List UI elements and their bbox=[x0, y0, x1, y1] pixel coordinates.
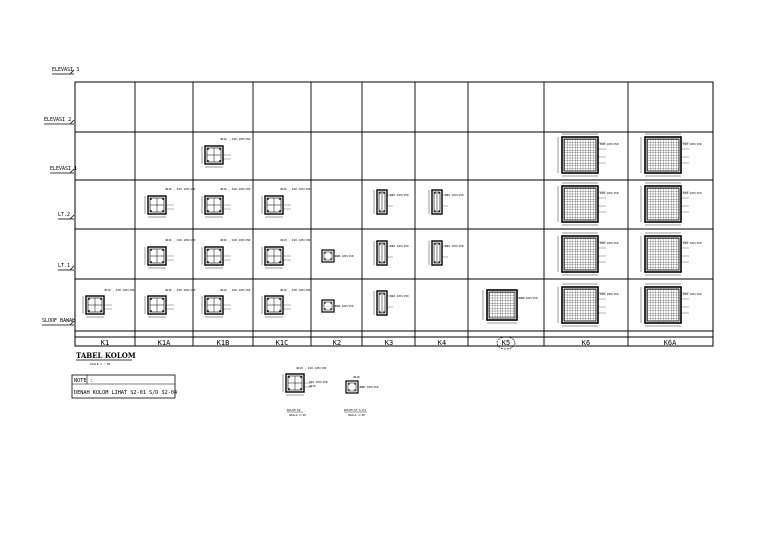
level-label-3: ELEVASI 1 bbox=[50, 166, 77, 172]
section-k1b-lt1 bbox=[201, 246, 232, 269]
detail-label: KOLOM K2 bbox=[287, 408, 301, 412]
level-markers bbox=[42, 69, 75, 326]
section-k1a-lt2 bbox=[144, 195, 175, 218]
section-note: D10-100/150 bbox=[600, 292, 619, 296]
column-name: K1A bbox=[158, 339, 171, 347]
section-k5-sloof bbox=[482, 289, 526, 324]
section-note: 4D16 , D10-100/150 bbox=[104, 288, 135, 292]
section-note: D10-100/150 bbox=[683, 142, 702, 146]
column-name: K1C bbox=[276, 339, 289, 347]
column-sections bbox=[82, 133, 690, 327]
section-note: 4D16 , D10-100/150 bbox=[165, 187, 196, 191]
section-k1b-elev1 bbox=[201, 145, 232, 168]
section-k1-sloof bbox=[82, 295, 113, 318]
section-k1b-sloof bbox=[201, 295, 232, 318]
section-note: D10-100/150 bbox=[683, 191, 702, 195]
detail-note: 4D16 , D10-100/150 bbox=[296, 366, 327, 370]
detail-k2: 4D16 , D10-100/150 D10-100/150 4D16 KOLO… bbox=[282, 366, 328, 417]
revision-cloud bbox=[496, 336, 516, 350]
note-label: NOTE : bbox=[74, 378, 93, 384]
column-name: K6A bbox=[664, 339, 677, 347]
column-headers: K1 K1A K1B K1C K2 K3 K4 K5 K6 K6A bbox=[101, 336, 677, 350]
section-note: D10-100/150 bbox=[335, 304, 354, 308]
column-name: K6 bbox=[582, 339, 590, 347]
schedule-grid bbox=[74, 81, 714, 347]
level-labels: ELEVASI 3 ELEVASI 2 ELEVASI 1 LT.2 LT.1 … bbox=[42, 67, 79, 324]
section-note: 4D16 , D10-100/150 bbox=[280, 187, 311, 191]
section-note: D10-100/150 bbox=[600, 142, 619, 146]
column-name: K3 bbox=[385, 339, 393, 347]
section-note: 4D16 , D10-100/150 bbox=[220, 137, 251, 141]
section-note: D10-100/150 bbox=[519, 296, 538, 300]
section-note: 4D16 , D10-100/150 bbox=[280, 288, 311, 292]
section-note: 4D16 , D10-100/150 bbox=[220, 238, 251, 242]
section-note: 4D16 , D10-100/150 bbox=[280, 238, 311, 242]
table-title: TABEL KOLOM bbox=[76, 351, 136, 360]
column-name: K4 bbox=[438, 339, 446, 347]
section-k1a-lt1 bbox=[144, 246, 175, 269]
level-label-5: LT.1 bbox=[58, 263, 70, 269]
detail-sections: 4D16 , D10-100/150 D10-100/150 4D16 KOLO… bbox=[282, 366, 379, 417]
section-note: D10-100/150 bbox=[683, 292, 702, 296]
section-annotations: 4D16 , D10-100/150 4D16 , D10-100/150 4D… bbox=[104, 137, 702, 308]
section-note: 4D16 , D10-100/150 bbox=[220, 288, 251, 292]
section-note: 4D16 , D10-100/150 bbox=[165, 288, 196, 292]
section-note: D10-100/150 bbox=[600, 241, 619, 245]
section-note: D10-100/150 bbox=[683, 241, 702, 245]
section-k6-lt2 bbox=[557, 182, 607, 226]
section-note: D10-100/150 bbox=[445, 244, 464, 248]
section-k1c-sloof bbox=[261, 295, 292, 318]
column-name: K1 bbox=[101, 339, 109, 347]
section-k6a-elev1 bbox=[640, 133, 690, 177]
detail-note: 4D16 bbox=[309, 384, 316, 388]
level-label-4: LT.2 bbox=[58, 212, 70, 218]
column-name: K5 bbox=[502, 339, 510, 347]
detail-note: D10-100/150 bbox=[309, 380, 328, 384]
section-k1c-lt1 bbox=[261, 246, 292, 269]
section-note: D10-100/150 bbox=[390, 294, 409, 298]
detail-scale: SKALA 1:20 bbox=[289, 413, 306, 417]
level-label-6: SLOOF BAWAH bbox=[42, 318, 75, 324]
section-k6a-sloof bbox=[640, 283, 690, 327]
note-text: DENAH KOLOM LIHAT S2-01 S/D S2-04 bbox=[74, 390, 177, 396]
section-note: D10-100/150 bbox=[445, 193, 464, 197]
detail-label: KOLOM K3 & K4 bbox=[344, 408, 366, 412]
section-k6a-lt1 bbox=[640, 232, 690, 276]
detail-k3-k4: 4D16 D10-100/150 KOLOM K3 & K4 SKALA 1:2… bbox=[344, 375, 379, 417]
section-k6-sloof bbox=[557, 283, 607, 327]
table-scale: SCALE 1 : 50 bbox=[90, 362, 111, 366]
detail-note: D10-100/150 bbox=[360, 385, 379, 389]
level-label-1: ELEVASI 3 bbox=[52, 67, 79, 73]
section-k1b-lt2 bbox=[201, 195, 232, 218]
table-caption: TABEL KOLOM SCALE 1 : 50 bbox=[76, 351, 136, 366]
section-k6a-lt2 bbox=[640, 182, 690, 226]
section-k1a-sloof bbox=[144, 295, 175, 318]
section-note: D10-100/150 bbox=[335, 254, 354, 258]
detail-note: 4D16 bbox=[353, 375, 360, 379]
detail-scale: SKALA 1:20 bbox=[348, 413, 365, 417]
section-k1c-lt2 bbox=[261, 195, 292, 218]
level-label-2: ELEVASI 2 bbox=[44, 117, 71, 123]
column-name: K2 bbox=[333, 339, 341, 347]
section-note: 4D16 , D10-100/150 bbox=[165, 238, 196, 242]
section-note: 4D16 , D10-100/150 bbox=[220, 187, 251, 191]
section-k6-lt1 bbox=[557, 232, 607, 276]
section-note: D10-100/150 bbox=[600, 191, 619, 195]
section-note: D10-100/150 bbox=[390, 244, 409, 248]
column-name: K1B bbox=[217, 339, 230, 347]
section-note: D10-100/150 bbox=[390, 193, 409, 197]
note-box: NOTE : DENAH KOLOM LIHAT S2-01 S/D S2-04 bbox=[71, 374, 177, 399]
section-k6-elev1 bbox=[557, 133, 607, 177]
